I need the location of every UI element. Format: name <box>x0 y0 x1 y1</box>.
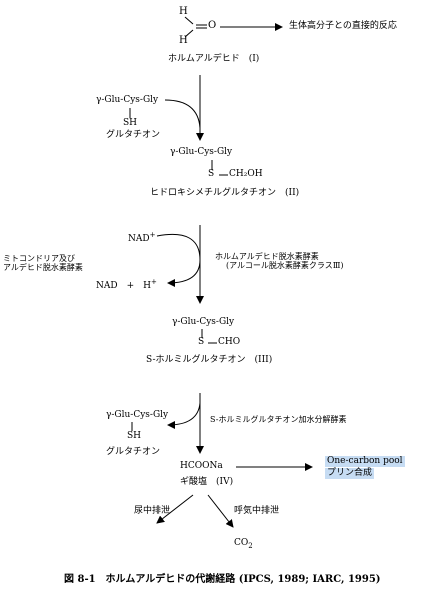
hydroxymethyl-gsh-s: S <box>208 169 215 179</box>
exhaled-excretion-label: 呼気中排泄 <box>234 506 280 516</box>
glutathione-formula-2: γ-Glu-Cys-Gly <box>106 410 169 420</box>
glutathione-label-2: グルタチオン <box>106 447 161 457</box>
formyl-gsh-label: S-ホルミルグルタチオン (III) <box>146 355 273 365</box>
formaldehyde-label: ホルムアルデヒド (I) <box>168 54 260 64</box>
breath-arrow <box>207 494 234 528</box>
formaldehyde-dh-line1: ホルムアルデヒド脱水素酵素 <box>215 252 319 261</box>
nad-plus-top: NAD+ <box>128 231 156 244</box>
glutathione-label-1: グルタチオン <box>106 130 161 140</box>
mito-enzyme-line2: アルデヒド脱水素酵素 <box>3 263 83 272</box>
nad-cycle-curve <box>156 233 201 287</box>
hydroxymethyl-gsh-label: ヒドロキシメチルグルタチオン (II) <box>150 188 300 198</box>
formyl-gsh-chain: γ-Glu-Cys-Gly <box>172 317 235 327</box>
formaldehyde-o: O <box>208 20 217 31</box>
formyl-gsh-s: S <box>198 337 205 347</box>
mito-enzyme-line1: ミトコンドリア及び <box>3 254 75 263</box>
nad-plus-h: NAD + H+ <box>96 278 157 291</box>
glutathione-sh-2: SH <box>127 431 142 441</box>
formyl-gsh-group: CHO <box>218 337 241 347</box>
formaldehyde-h-bottom: H <box>179 35 188 46</box>
purine-synthesis-label: プリン合成 <box>325 468 375 479</box>
direct-reaction-label: 生体高分子との直接的反応 <box>289 21 397 31</box>
hydrolase-label: S-ホルミルグルタチオン加水分解酵素 <box>210 415 347 424</box>
formate-label: ギ酸塩 (IV) <box>180 477 234 487</box>
glutathione-formula-1: γ-Glu-Cys-Gly <box>96 95 159 105</box>
urinary-excretion-label: 尿中排泄 <box>134 506 171 516</box>
step1-gsh-curve <box>164 99 201 129</box>
step3-gsh-curve <box>167 402 201 429</box>
glutathione-sh-1: SH <box>123 118 138 128</box>
one-carbon-pool-label: One-carbon pool <box>325 456 405 467</box>
co2-label: CO2 <box>234 538 253 550</box>
formate-formula: HCOONa <box>180 461 223 471</box>
hydroxymethyl-gsh-group: CH₂OH <box>229 169 263 179</box>
formaldehyde-bonds <box>184 16 207 38</box>
urine-arrow <box>156 494 194 524</box>
hydroxymethyl-gsh-chain: γ-Glu-Cys-Gly <box>170 147 233 157</box>
formaldehyde-h-top: H <box>179 6 188 17</box>
formaldehyde-dh-line2: (アルコール脱水素酵素クラスⅢ) <box>226 261 344 270</box>
figure-caption: 図 8-1 ホルムアルデヒドの代謝経路 (IPCS, 1989; IARC, 1… <box>64 574 381 585</box>
